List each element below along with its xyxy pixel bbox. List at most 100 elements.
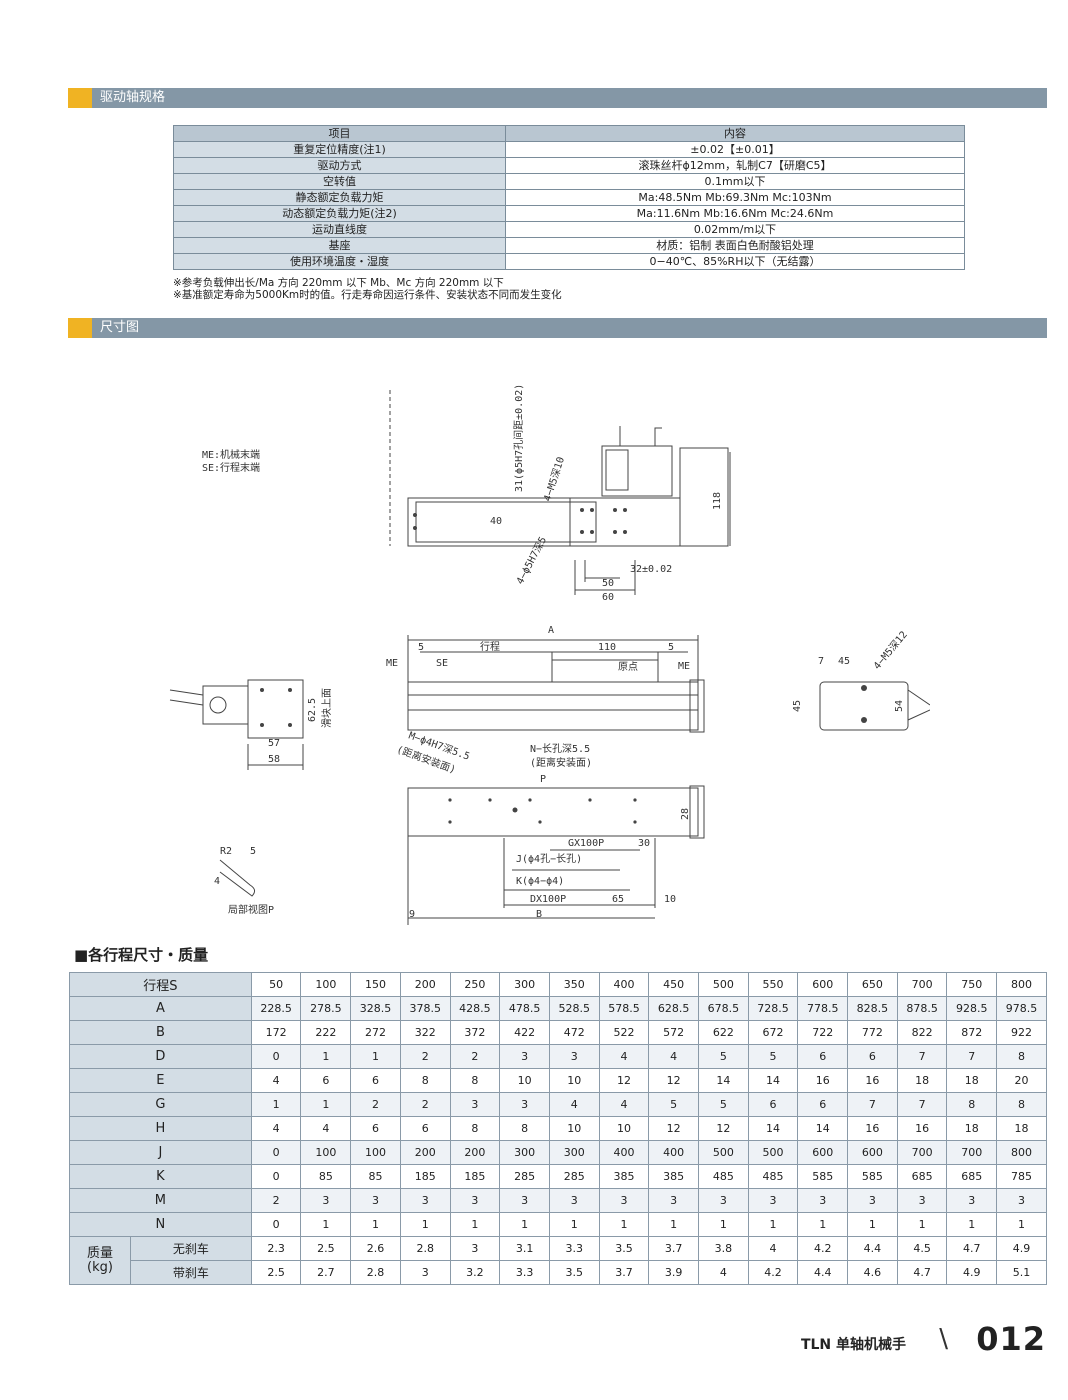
- bottom-dim-28: 28: [680, 808, 691, 820]
- mass-label: 质量(kg): [69, 1236, 131, 1285]
- dim-cell: 16: [847, 1116, 898, 1141]
- dim-cell: 478.5: [499, 996, 550, 1021]
- right-dim-45: 45: [838, 656, 850, 667]
- mass-cell: 3.8: [697, 1236, 749, 1261]
- dim-cell: 1: [598, 1212, 650, 1237]
- front-se-label: SE: [436, 658, 448, 669]
- footer-brand: TLN 单轴机械手: [800, 1337, 906, 1353]
- bottom-gx-label: GX100P: [568, 838, 604, 849]
- dim-cell: 1: [946, 1212, 998, 1237]
- dim-cell: 678.5: [697, 996, 749, 1021]
- dim-cell: 528.5: [548, 996, 600, 1021]
- dim-cell: 3: [399, 1188, 451, 1213]
- dim-cell: 2: [399, 1092, 451, 1117]
- bottom-n-note: (距离安装面): [530, 756, 592, 769]
- bottom-dim-10: 10: [664, 894, 676, 905]
- dim-cell: 285: [548, 1164, 600, 1189]
- dim-cell: 1: [548, 1212, 600, 1237]
- dim-cell: 10: [499, 1068, 550, 1093]
- dim-cell: 5: [747, 1044, 799, 1069]
- dim-cell: 8: [399, 1068, 451, 1093]
- dim-row-label: D: [69, 1044, 252, 1069]
- spec-label: 驱动方式: [173, 157, 506, 174]
- dim-cell: 385: [598, 1164, 650, 1189]
- spec-label: 静态额定负载力矩: [173, 189, 506, 206]
- dim-cell: 10: [598, 1116, 650, 1141]
- dim-cell: 16: [896, 1116, 948, 1141]
- dim-table-title: ■各行程尺寸・质量: [74, 946, 209, 964]
- dim-cell: 328.5: [350, 996, 401, 1021]
- dim-cell: 4: [250, 1116, 302, 1141]
- mass-cell: 2.8: [350, 1260, 401, 1285]
- right-dim-45v: 45: [792, 700, 803, 712]
- mass-row-label: 带刹车: [130, 1260, 252, 1285]
- mass-cell: 4.2: [797, 1236, 849, 1261]
- dim-cell: 5: [697, 1044, 749, 1069]
- dim-header-stroke: 300: [499, 972, 550, 997]
- dim-cell: 400: [598, 1140, 650, 1165]
- dim-cell: 1: [350, 1212, 401, 1237]
- dim-cell: 14: [697, 1068, 749, 1093]
- mass-cell: 3.3: [499, 1260, 550, 1285]
- dim-cell: 4: [300, 1116, 352, 1141]
- top-dim-32: 32±0.02: [630, 564, 672, 575]
- dim-cell: 500: [697, 1140, 749, 1165]
- dim-cell: 8: [996, 1044, 1047, 1069]
- dim-cell: 3: [300, 1188, 352, 1213]
- side-dim-625: 62.5: [307, 698, 318, 722]
- side-dim-57: 57: [268, 738, 280, 749]
- spec-note: ※参考负载伸出长/Ma 方向 220mm 以下 Mb、Mc 方向 220mm 以…: [173, 277, 504, 289]
- mass-cell: 4.4: [797, 1260, 849, 1285]
- mass-cell: 3.3: [548, 1236, 600, 1261]
- dim-cell: 3: [896, 1188, 948, 1213]
- mass-unit: (kg): [87, 1259, 113, 1275]
- dim-cell: 278.5: [300, 996, 352, 1021]
- dim-cell: 1: [847, 1212, 898, 1237]
- dim-cell: 3: [648, 1188, 699, 1213]
- bottom-dim-b: B: [536, 909, 542, 920]
- section-bar-spec: 驱动轴规格: [68, 88, 1047, 108]
- dim-cell: 285: [499, 1164, 550, 1189]
- mass-cell: 3: [449, 1236, 501, 1261]
- spec-label: 基座: [173, 237, 506, 254]
- dim-cell: 7: [946, 1044, 998, 1069]
- page-number: 012: [976, 1320, 1046, 1358]
- section-accent: [68, 88, 92, 108]
- mass-cell: 4.5: [896, 1236, 948, 1261]
- dim-cell: 1: [697, 1212, 749, 1237]
- dim-cell: 928.5: [946, 996, 998, 1021]
- dim-cell: 428.5: [449, 996, 501, 1021]
- spec-row: 驱动方式滚珠丝杆ϕ12mm，轧制C7【研磨C5】: [173, 157, 965, 174]
- bottom-dim-9: 9: [409, 909, 415, 920]
- legend-se: SE:行程末端: [202, 461, 260, 474]
- dim-header-stroke: 100: [300, 972, 352, 997]
- dim-cell: 3: [449, 1188, 501, 1213]
- dim-cell: 878.5: [896, 996, 948, 1021]
- dim-cell: 18: [946, 1068, 998, 1093]
- dim-cell: 300: [548, 1140, 600, 1165]
- mass-cell: 5.1: [996, 1260, 1047, 1285]
- dim-cell: 3: [598, 1188, 650, 1213]
- spec-value: 0−40℃、85%RH以下（无结露）: [505, 253, 965, 270]
- dim-cell: 1: [300, 1092, 352, 1117]
- dim-cell: 485: [697, 1164, 749, 1189]
- section-title-dimensions: 尺寸图: [100, 320, 140, 335]
- dim-cell: 778.5: [797, 996, 849, 1021]
- dim-cell: 1: [300, 1044, 352, 1069]
- dim-cell: 14: [747, 1068, 799, 1093]
- dim-cell: 1: [300, 1212, 352, 1237]
- dim-cell: 822: [896, 1020, 948, 1045]
- detail-dim-4: 4: [214, 876, 220, 887]
- dim-cell: 828.5: [847, 996, 898, 1021]
- mass-cell: 4.7: [896, 1260, 948, 1285]
- front-me-left: ME: [386, 658, 398, 669]
- mass-cell: 2.8: [399, 1236, 451, 1261]
- dim-cell: 400: [648, 1140, 699, 1165]
- dim-cell: 2: [250, 1188, 302, 1213]
